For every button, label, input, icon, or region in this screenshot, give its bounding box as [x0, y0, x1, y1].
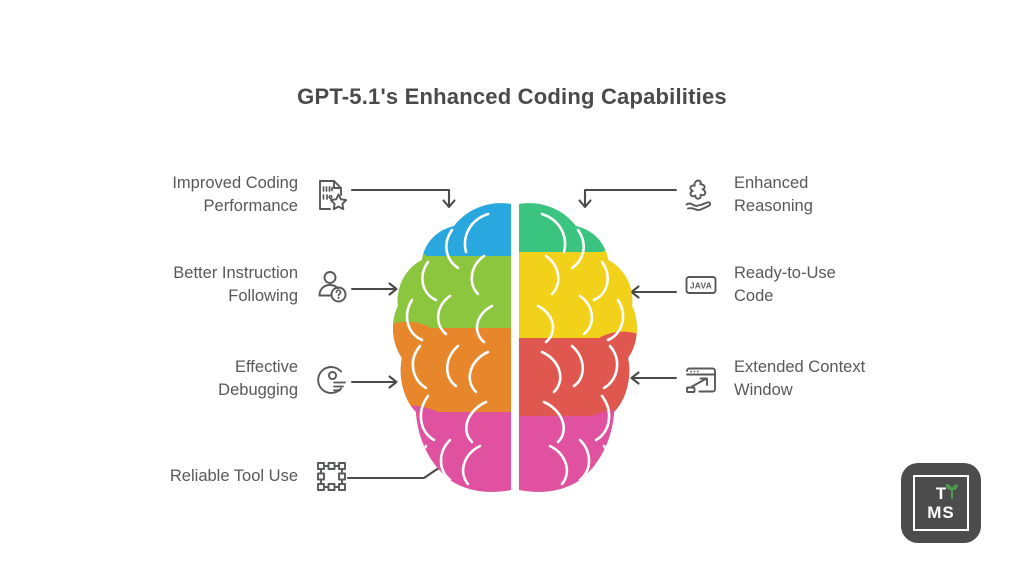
logo-line-1: T — [935, 484, 948, 503]
feature-label: Extended Context Window — [734, 358, 866, 399]
code-document-star-icon — [310, 174, 352, 216]
logo-frame: T MS — [913, 475, 969, 531]
browser-expand-icon — [680, 358, 722, 400]
feature-enhanced-reasoning[interactable]: Enhanced Reasoning — [680, 172, 930, 218]
feature-label: Reliable Tool Use — [169, 466, 298, 485]
bug-disc-icon — [310, 358, 352, 400]
feature-label: Enhanced Reasoning — [734, 174, 813, 215]
feature-ready-to-use-code[interactable]: JAVA Ready-to-Use Code — [680, 262, 930, 308]
selection-frame-icon — [310, 455, 352, 497]
feature-reliable-tool-use[interactable]: Reliable Tool Use — [120, 455, 352, 497]
feature-improved-coding-performance[interactable]: Improved Coding Performance — [120, 172, 352, 218]
java-badge-icon: JAVA — [680, 264, 722, 306]
brain-left-hemisphere — [393, 203, 511, 492]
feature-effective-debugging[interactable]: Effective Debugging — [120, 356, 352, 402]
feature-better-instruction-following[interactable]: Better Instruction Following — [120, 262, 352, 308]
brain-right-hemisphere — [519, 203, 637, 492]
sprout-icon — [945, 484, 958, 499]
page-title: GPT-5.1's Enhanced Coding Capabilities — [297, 84, 727, 109]
colorful-brain-illustration — [392, 196, 638, 496]
logo-text: T MS — [927, 485, 955, 521]
feature-label: Better Instruction Following — [173, 264, 298, 305]
person-question-icon — [310, 264, 352, 306]
brain-folds — [405, 212, 625, 488]
logo-line-2: MS — [927, 503, 955, 522]
tms-logo[interactable]: T MS — [901, 463, 981, 543]
feature-extended-context-window[interactable]: Extended Context Window — [680, 356, 930, 402]
hand-puzzle-piece-icon — [680, 174, 722, 216]
brain-central-fissure — [511, 196, 519, 496]
svg-text:JAVA: JAVA — [690, 281, 712, 291]
feature-label: Effective Debugging — [218, 358, 298, 399]
feature-label: Improved Coding Performance — [172, 174, 298, 215]
feature-label: Ready-to-Use Code — [734, 264, 836, 305]
